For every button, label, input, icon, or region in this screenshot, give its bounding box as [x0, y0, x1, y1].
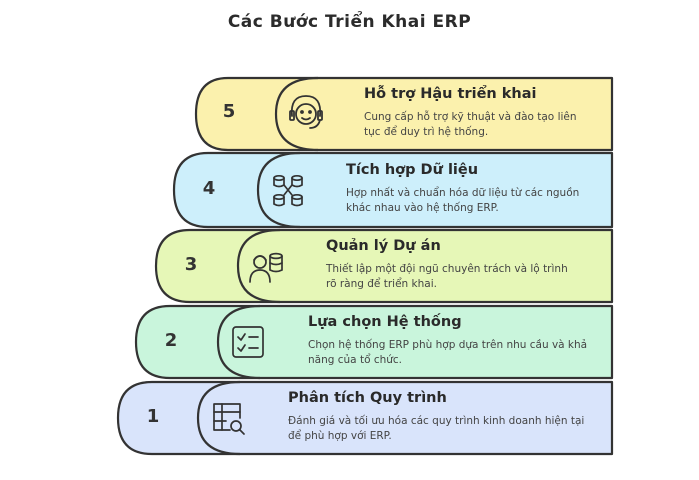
- diagram-title: Các Bước Triển Khai ERP: [227, 12, 472, 32]
- step-2-shape: [134, 304, 614, 380]
- step-5-title: Hỗ trợ Hậu triển khai: [364, 86, 537, 102]
- step-1-title: Phân tích Quy trình: [288, 390, 447, 406]
- checklist-icon: [232, 326, 264, 358]
- project-manager-icon: [249, 252, 283, 283]
- step-4-description: Hợp nhất và chuẩn hóa dữ liệu từ các ngu…: [346, 187, 580, 214]
- step-1-number: 1: [146, 406, 160, 427]
- step-5-description: Cung cấp hỗ trợ kỹ thuật và đào tạo liên…: [364, 111, 577, 138]
- step-4-number: 4: [202, 178, 216, 199]
- headset-support-icon: [289, 95, 323, 129]
- step-1-shape: [116, 380, 614, 456]
- step-4-title: Tích hợp Dữ liệu: [346, 162, 479, 178]
- step-2-number: 2: [164, 330, 178, 351]
- database-network-icon: [273, 174, 303, 207]
- step-1-description: Đánh giá và tối ưu hóa các quy trình kin…: [288, 415, 585, 442]
- step-4-shape: [172, 151, 614, 229]
- step-3-shape: [154, 228, 614, 304]
- step-2-title: Lựa chọn Hệ thống: [308, 314, 462, 330]
- step-3-title: Quản lý Dự án: [326, 238, 441, 254]
- process-search-icon: [213, 403, 245, 435]
- step-5-number: 5: [222, 101, 236, 122]
- step-3-number: 3: [184, 254, 198, 275]
- step-3-description: Thiết lập một đội ngũ chuyên trách và lộ…: [326, 263, 568, 290]
- step-2-description: Chọn hệ thống ERP phù hợp dựa trên nhu c…: [308, 339, 588, 366]
